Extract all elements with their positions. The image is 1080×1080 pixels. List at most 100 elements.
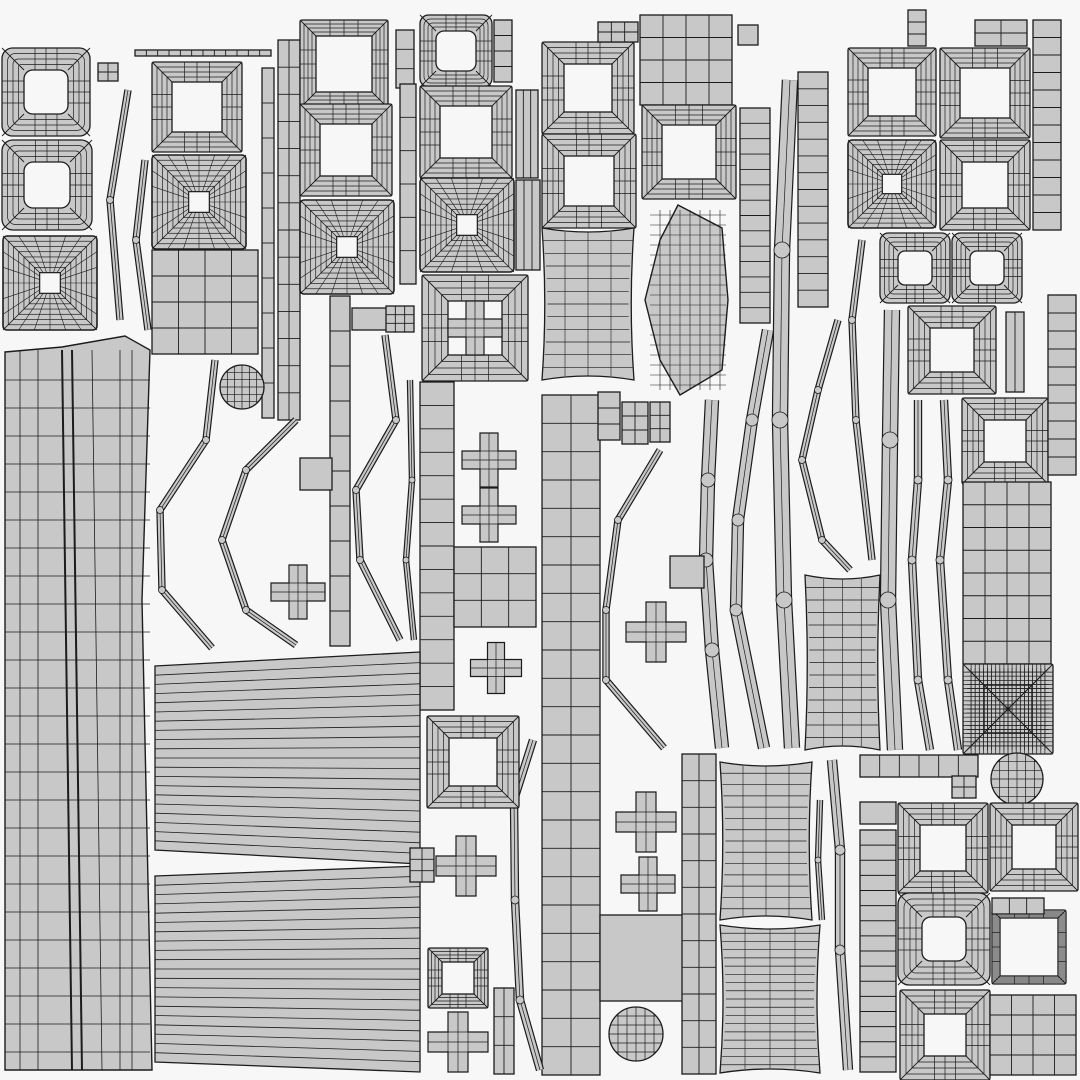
uv-island-hole (23, 69, 69, 115)
uv-island-disc (990, 752, 1044, 806)
uv-edge (53, 235, 66, 273)
uv-edge (1, 139, 25, 163)
uv-edge (965, 870, 989, 894)
uv-edge (973, 305, 997, 329)
uv-island-strip (814, 799, 826, 921)
uv-vertex-knot (814, 386, 822, 394)
uv-edge (202, 154, 215, 192)
uv-island-strip (509, 738, 545, 1072)
uv-edge (154, 776, 421, 780)
uv-island-tall-column (4, 335, 153, 1071)
uv-edge (477, 209, 515, 222)
uv-edge (69, 207, 93, 231)
uv-island-cross (615, 791, 677, 853)
uv-island-face (669, 555, 705, 589)
uv-edge (209, 154, 247, 192)
uv-island-frame (961, 397, 1049, 485)
uv-edge (939, 117, 961, 139)
uv-island-hole (661, 124, 717, 180)
uv-edge (60, 235, 98, 273)
uv-vertex-knot (935, 555, 945, 565)
uv-island-small (907, 9, 927, 47)
uv-edge (847, 47, 869, 69)
uv-edge (831, 759, 849, 1071)
uv-vertex-knot (729, 603, 743, 617)
uv-edge (2, 286, 40, 299)
uv-island-cross (270, 564, 326, 620)
uv-edge (426, 715, 450, 739)
uv-edge (931, 232, 951, 252)
uv-edge (154, 906, 421, 914)
uv-island-strip (848, 239, 876, 561)
uv-island-chain (1032, 19, 1062, 231)
uv-vertex-knot (834, 844, 846, 856)
uv-edge (965, 892, 991, 918)
uv-edge (1007, 207, 1031, 231)
uv-edge (847, 169, 883, 182)
uv-island-frame (962, 663, 1054, 755)
uv-edge (961, 461, 985, 485)
uv-island-striped-panel (154, 865, 421, 1073)
uv-island-hole (867, 67, 917, 117)
uv-island-strip-v (261, 67, 275, 419)
uv-island-face (385, 305, 415, 333)
uv-edge (154, 794, 421, 801)
uv-island-hole (919, 824, 967, 872)
uv-island-cross (427, 1011, 489, 1073)
uv-edge (405, 379, 415, 641)
uv-island-disc (608, 1006, 664, 1062)
uv-edge (541, 133, 565, 157)
uv-island-grid (639, 14, 733, 106)
uv-island-barrel (541, 227, 635, 381)
uv-island-face (907, 9, 927, 47)
uv-edge (501, 274, 529, 302)
uv-edge (53, 293, 66, 331)
uv-edge (91, 349, 103, 1071)
uv-island-strip (907, 400, 935, 751)
uv-edge (151, 170, 189, 196)
uv-island-strip-v (329, 295, 351, 647)
uv-island-hole (929, 327, 975, 373)
uv-island-strip-v (493, 987, 515, 1075)
uv-island-face (299, 457, 333, 491)
uv-island-strip (156, 359, 219, 651)
uv-island-frame (427, 947, 489, 1009)
uv-vertex-knot (242, 466, 250, 474)
uv-edge (1025, 461, 1049, 485)
uv-edge (419, 177, 457, 215)
uv-vertex-knot (798, 456, 806, 464)
uv-vertex-knot (943, 475, 953, 485)
uv-edge (353, 199, 379, 237)
uv-edge (419, 14, 437, 32)
uv-island-strip (826, 759, 854, 1071)
uv-island-hole (881, 173, 903, 195)
uv-edge (154, 987, 421, 990)
uv-vertex-knot (156, 506, 164, 514)
uv-edge (205, 212, 231, 250)
uv-edge (477, 235, 515, 273)
uv-vertex-knot (202, 436, 210, 444)
uv-island-small (597, 21, 639, 43)
uv-edge (299, 257, 337, 295)
uv-edge (154, 747, 421, 750)
uv-island-face (4, 335, 153, 1071)
uv-edge (357, 250, 395, 263)
uv-island-strip (879, 309, 904, 751)
uv-edge (477, 231, 515, 257)
uv-vertex-knot (704, 642, 720, 658)
uv-edge (470, 235, 483, 273)
uv-edge (419, 85, 441, 107)
uv-edge (897, 892, 923, 918)
uv-edge (221, 61, 243, 83)
uv-island-strip (218, 417, 299, 649)
uv-island-hole (563, 63, 613, 113)
uv-island-hole (563, 155, 615, 207)
uv-edge (167, 154, 193, 192)
uv-edge (473, 235, 499, 273)
uv-edge (907, 305, 931, 329)
uv-island-face (515, 89, 539, 179)
uv-edge (183, 154, 196, 192)
uv-edge (961, 397, 985, 421)
uv-island-hole (448, 737, 498, 787)
uv-edge (541, 41, 565, 65)
